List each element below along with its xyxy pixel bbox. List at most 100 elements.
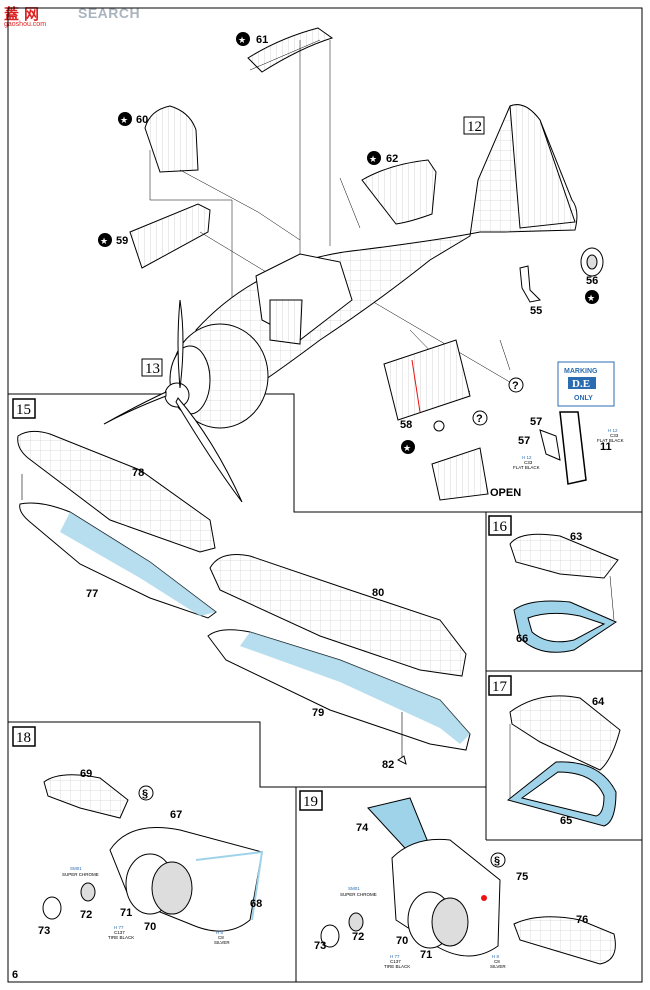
door-open: [431, 447, 489, 501]
step-box-15: 15: [12, 398, 36, 419]
question-mark-2: ?: [472, 410, 488, 426]
ladder-11: [559, 411, 587, 485]
svg-text:SM01: SM01: [70, 866, 82, 871]
svg-text:H 12: H 12: [608, 428, 618, 433]
star-icon: [585, 290, 599, 304]
part-label-74: 74: [356, 822, 369, 834]
wheel-part-70-18: [151, 861, 193, 915]
tail-fin: [509, 104, 576, 229]
star-icon: [236, 32, 250, 46]
part-label-64: 64: [592, 696, 605, 708]
part-label-76: 76: [576, 914, 588, 926]
svg-text:H 77: H 77: [114, 925, 124, 930]
part-82-shape: [397, 755, 407, 765]
svg-text:SUPER CHROME: SUPER CHROME: [62, 872, 99, 877]
svg-text:§: §: [142, 788, 148, 800]
part-label-79: 79: [312, 707, 324, 719]
svg-text:★: ★: [120, 116, 128, 126]
page-frame: [7, 7, 643, 983]
pilot-seat: [269, 299, 303, 345]
step-box-19: 19: [299, 790, 323, 811]
star-markers: [98, 32, 599, 454]
svg-text:★: ★: [238, 36, 246, 46]
prop-blade-left: [103, 391, 167, 425]
gear-cover-part-76: [513, 916, 616, 965]
canopy-part-59: [129, 203, 211, 269]
part-label-71a: 71: [120, 907, 132, 919]
part-label-59: 59: [116, 235, 128, 247]
part-label-72b: 72: [352, 931, 364, 943]
part-label-67: 67: [170, 809, 182, 821]
part-label-82: 82: [382, 759, 394, 771]
part-label-57b: 57: [518, 435, 530, 447]
marking-only: ONLY: [574, 395, 593, 402]
svg-text:H 8: H 8: [492, 954, 500, 959]
part-label-55: 55: [530, 305, 542, 317]
hinge-part-58: [433, 420, 445, 432]
prop-blade-top: [177, 299, 184, 389]
watermark-search: SEARCH: [78, 5, 141, 21]
svg-text:?: ?: [476, 413, 483, 425]
svg-text:TIRE BLACK: TIRE BLACK: [384, 964, 410, 969]
hub-part-73-19: [320, 924, 340, 948]
star-icon: [98, 233, 112, 247]
star-icon: [118, 112, 132, 126]
star-icon: [367, 151, 381, 165]
svg-text:TIRE BLACK: TIRE BLACK: [108, 935, 134, 940]
wing-part-79: [207, 629, 471, 751]
step-number-13: 13: [145, 361, 160, 377]
part-labels: 61 60 62 59 56 55 58 57 57 11 78 77 80 7…: [38, 34, 612, 961]
tail-wheel-strut-55: [519, 265, 542, 303]
question-mark-1: ?: [508, 377, 524, 393]
part-label-70b: 70: [396, 935, 408, 947]
part-label-61: 61: [256, 34, 268, 46]
wing-part-80: [209, 554, 467, 677]
part-label-58: 58: [400, 419, 412, 431]
svg-text:?: ?: [512, 380, 519, 392]
svg-text:C33: C33: [610, 433, 619, 438]
star-icon: [401, 440, 415, 454]
svg-text:SM01: SM01: [348, 886, 360, 891]
paint-callout-h12-b: H 12 C33 FLAT BLACK: [513, 455, 540, 470]
svg-text:FLAT BLACK: FLAT BLACK: [513, 465, 540, 470]
wheel-cover-part-69: [43, 774, 129, 819]
marking-title: MARKING: [564, 368, 598, 375]
marking-letters: D.E: [572, 378, 590, 390]
part-label-60: 60: [136, 114, 148, 126]
step-box-17: 17: [488, 675, 512, 696]
svg-text:H 77: H 77: [390, 954, 400, 959]
step-number-16: 16: [492, 519, 508, 535]
part-label-75: 75: [516, 871, 528, 883]
marking-box: MARKING D.E ONLY: [557, 361, 615, 407]
step-number-15: 15: [16, 402, 31, 418]
svg-text:C33: C33: [524, 460, 533, 465]
door-part: [383, 339, 471, 421]
part-label-70a: 70: [144, 921, 156, 933]
part-label-62: 62: [386, 153, 398, 165]
part-label-68: 68: [250, 898, 262, 910]
stabilizer-part-64: [509, 695, 621, 771]
step-number-17: 17: [492, 679, 508, 695]
part-label-73b: 73: [314, 940, 326, 952]
svg-text:FLAT BLACK: FLAT BLACK: [597, 438, 624, 443]
question-mark-19: §: [490, 852, 506, 868]
wing-part-78: [17, 430, 216, 553]
svg-text:H 12: H 12: [522, 455, 532, 460]
step-box-16: 16: [488, 515, 512, 536]
prop-blade-bottom: [175, 397, 243, 503]
part-label-11: 11: [600, 441, 612, 453]
part-label-56: 56: [586, 275, 598, 287]
question-mark-18: §: [138, 785, 154, 801]
svg-text:★: ★: [587, 294, 595, 304]
stabilizer-part-63: [509, 533, 619, 579]
part-label-73a: 73: [38, 925, 50, 937]
svg-text:C8: C8: [218, 935, 224, 940]
part-label-71b: 71: [420, 949, 432, 961]
svg-text:★: ★: [100, 237, 108, 247]
